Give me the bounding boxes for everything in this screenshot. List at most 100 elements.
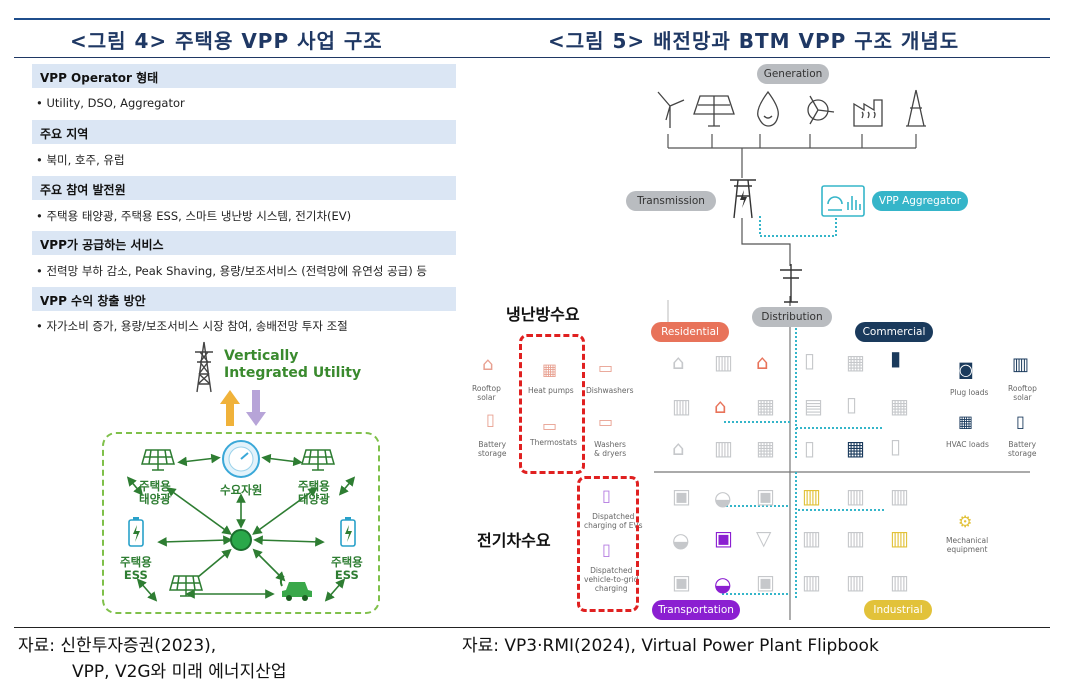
left-source-line2: VPP, V2G와 미래 에너지산업	[72, 662, 287, 682]
factory-icon: ▥	[802, 570, 821, 594]
ess-right-line1: 주택용	[331, 555, 363, 569]
figure-5-title: <그림 5> 배전망과 BTM VPP 구조 개념도	[548, 29, 960, 53]
vpp-network-box	[102, 432, 380, 614]
hvac-demand-callout: 냉난방수요	[506, 305, 580, 324]
transmission-tower-icon	[730, 179, 756, 219]
townhouse-icon: ▥	[672, 394, 691, 418]
v2g-label: Dispatched vehicle-to-grid charging	[584, 566, 638, 593]
vpp-aggregator-pill: VPP Aggregator	[872, 191, 968, 211]
battery-storage-left-line1: Battery	[478, 440, 507, 449]
bus-icon: ▣	[756, 570, 775, 594]
section-item-services: 전력망 부하 감소, Peak Shaving, 용량/보조서비스 (전력망에 …	[36, 263, 427, 279]
dispatched-ev-line2: charging of EVs	[584, 521, 643, 530]
industrial-pill: Industrial	[864, 600, 932, 620]
house-icon: ⌂	[756, 350, 769, 374]
skyscraper-icon: ▮	[890, 346, 902, 370]
section-head-operator: VPP Operator 형태	[32, 64, 456, 88]
commercial-pill: Commercial	[855, 322, 933, 342]
ess-right-label: 주택용 ESS	[331, 556, 363, 582]
rooftop-solar-icon: ▥	[1012, 354, 1030, 375]
ess-left-line1: 주택용	[120, 555, 152, 569]
factory-icon: ▥	[890, 484, 909, 508]
utility-label-line2: Integrated Utility	[224, 365, 362, 381]
solar-right-label: 주택용 태양광	[298, 480, 330, 506]
house-icon: ⌂	[672, 350, 685, 374]
battery-storage-left-line2: storage	[478, 449, 507, 458]
transmission-pill: Transmission	[626, 191, 716, 211]
section-item-region: 북미, 호주, 유럽	[36, 152, 124, 168]
house-icon: ⌂	[714, 394, 727, 418]
section-head-sources: 주요 참여 발전원	[32, 176, 456, 200]
plug-icon: ◙	[958, 360, 974, 379]
gear-icon: ⚙	[958, 512, 973, 531]
dishwashers-label: Dishwashers	[586, 386, 634, 395]
townhouse-icon: ▥	[714, 350, 733, 374]
ev-demand-callout: 전기차수요	[477, 531, 551, 550]
rooftop-solar-left-line1: Rooftop	[472, 384, 501, 393]
solar-left-label: 주택용 태양광	[139, 480, 171, 506]
dispatched-ev-label: Dispatched charging of EVs	[584, 512, 643, 530]
factory-icon: ▥	[846, 484, 865, 508]
plug-loads-label: Plug loads	[950, 388, 989, 397]
ev-charger-icon: ▯	[602, 486, 611, 505]
heat-pump-icon: ▦	[542, 360, 558, 379]
right-source: 자료: VP3·RMI(2024), Virtual Power Plant F…	[462, 636, 879, 656]
office-icon: ▯	[804, 348, 816, 372]
office-icon: ▯	[804, 436, 816, 460]
bus-icon: ▣	[756, 484, 775, 508]
battery-storage-right-label: Battery storage	[1008, 440, 1037, 458]
v2g-line2: vehicle-to-grid	[584, 575, 639, 584]
battery-icon: ▯	[1016, 412, 1025, 431]
section-head-region: 주요 지역	[32, 120, 456, 144]
battery-icon	[340, 517, 356, 547]
car-icon: ◒	[672, 528, 690, 552]
apartment-icon: ▦	[756, 436, 775, 460]
rooftop-solar-left-line2: solar	[477, 393, 496, 402]
car-icon: ◒	[714, 572, 732, 596]
section-item-revenue: 자가소비 증가, 용량/보조서비스 시장 참여, 송배전망 투자 조절	[36, 318, 347, 334]
figure-4-title: <그림 4> 주택용 VPP 사업 구조	[70, 29, 383, 53]
ess-left-line2: ESS	[123, 568, 148, 582]
factory-icon: ▥	[802, 526, 821, 550]
demand-gauge-icon	[222, 440, 260, 478]
transportation-pill: Transportation	[652, 600, 740, 620]
section-item-sources: 주택용 태양광, 주택용 ESS, 스마트 냉난방 시스템, 전기차(EV)	[36, 208, 351, 224]
solar-right-line1: 주택용	[298, 479, 330, 493]
store-icon: ▤	[804, 394, 823, 418]
battery-icon	[128, 517, 144, 547]
truck-icon: ▣	[672, 570, 691, 594]
hvac-icon: ▦	[958, 412, 974, 431]
battery-icon: ▯	[486, 410, 495, 429]
office-icon: ▦	[846, 350, 865, 374]
hvac-loads-label: HVAC loads	[946, 440, 989, 449]
truck-icon: ▣	[672, 484, 691, 508]
washers-line1: Washers	[594, 440, 626, 449]
solar-panel-icon	[169, 575, 203, 597]
solar-panel-icon	[301, 449, 335, 471]
v2g-line1: Dispatched	[590, 566, 633, 575]
washer-icon: ▭	[598, 412, 614, 431]
apartment-icon: ▦	[756, 394, 775, 418]
rooftop-solar-icon: ⌂	[482, 354, 494, 375]
dishwasher-icon: ▭	[598, 358, 614, 377]
rooftop-solar-right-line2: solar	[1013, 393, 1032, 402]
ess-left-label: 주택용 ESS	[120, 556, 152, 582]
mechanical-line1: Mechanical	[946, 536, 989, 545]
solar-left-line2: 태양광	[139, 492, 171, 506]
section-item-operator: Utility, DSO, Aggregator	[36, 96, 184, 110]
factory-icon: ▥	[890, 570, 909, 594]
washers-line2: & dryers	[594, 449, 627, 458]
heat-pumps-label: Heat pumps	[528, 386, 574, 395]
top-rule	[14, 18, 1050, 20]
car-icon: ◒	[714, 486, 732, 510]
ess-right-line2: ESS	[334, 568, 359, 582]
battery-storage-left-label: Battery storage	[478, 440, 507, 458]
dispatched-ev-line1: Dispatched	[592, 512, 635, 521]
utility-label-line1: Vertically	[224, 348, 299, 364]
factory-icon: ▥	[846, 570, 865, 594]
battery-storage-right-line2: storage	[1008, 449, 1037, 458]
battery-storage-right-line1: Battery	[1008, 440, 1037, 449]
thermostats-label: Thermostats	[530, 438, 578, 447]
office-icon: ▦	[890, 394, 909, 418]
mechanical-label: Mechanical equipment	[946, 536, 988, 554]
